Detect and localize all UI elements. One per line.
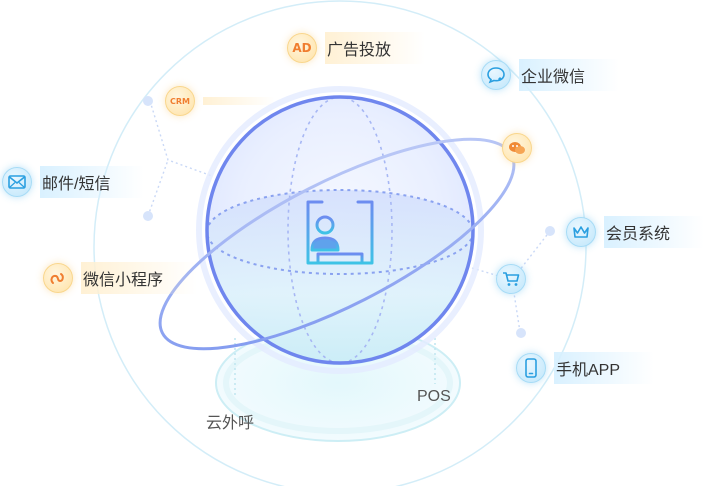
- cloud-call-label: 云外呼: [206, 415, 255, 432]
- node-mobile-label: 手机APP: [554, 352, 655, 384]
- node-shopping-cart[interactable]: [496, 264, 526, 294]
- node-wechat[interactable]: [502, 133, 532, 163]
- crm-icon: CRM: [165, 86, 195, 116]
- node-email-sms[interactable]: 邮件/短信: [2, 166, 145, 198]
- ad-icon: AD: [287, 33, 317, 63]
- globe-bowl: [207, 190, 473, 365]
- node-wecom-label: 企业微信: [519, 59, 620, 91]
- shopping-cart-icon: [496, 264, 526, 294]
- node-ad-placement[interactable]: AD 广告投放: [287, 32, 426, 64]
- node-email-label: 邮件/短信: [40, 166, 145, 198]
- node-miniprogram[interactable]: 微信小程序: [43, 262, 198, 294]
- envelope-icon: [2, 167, 32, 197]
- node-mobile-app[interactable]: 手机APP: [516, 352, 655, 384]
- node-crm-trail: [203, 97, 275, 105]
- chat-bubble-icon: [481, 60, 511, 90]
- crown-icon: [566, 217, 596, 247]
- node-member-system[interactable]: 会员系统: [566, 216, 705, 248]
- globe-halo: [196, 86, 484, 374]
- outer-orbit-circle: [93, 0, 587, 486]
- node-ad-label: 广告投放: [325, 32, 426, 64]
- node-miniprogram-label: 微信小程序: [81, 262, 198, 294]
- connector-dots: [143, 96, 555, 338]
- wechat-icon: [502, 133, 532, 163]
- miniprogram-icon: [43, 263, 73, 293]
- mobile-phone-icon: [516, 353, 546, 383]
- node-wecom[interactable]: 企业微信: [481, 59, 620, 91]
- node-crm[interactable]: CRM: [165, 86, 275, 116]
- globe-outline: [205, 95, 475, 365]
- contact-card-icon: [306, 200, 374, 265]
- node-member-label: 会员系统: [604, 216, 705, 248]
- pos-label: POS: [417, 388, 451, 405]
